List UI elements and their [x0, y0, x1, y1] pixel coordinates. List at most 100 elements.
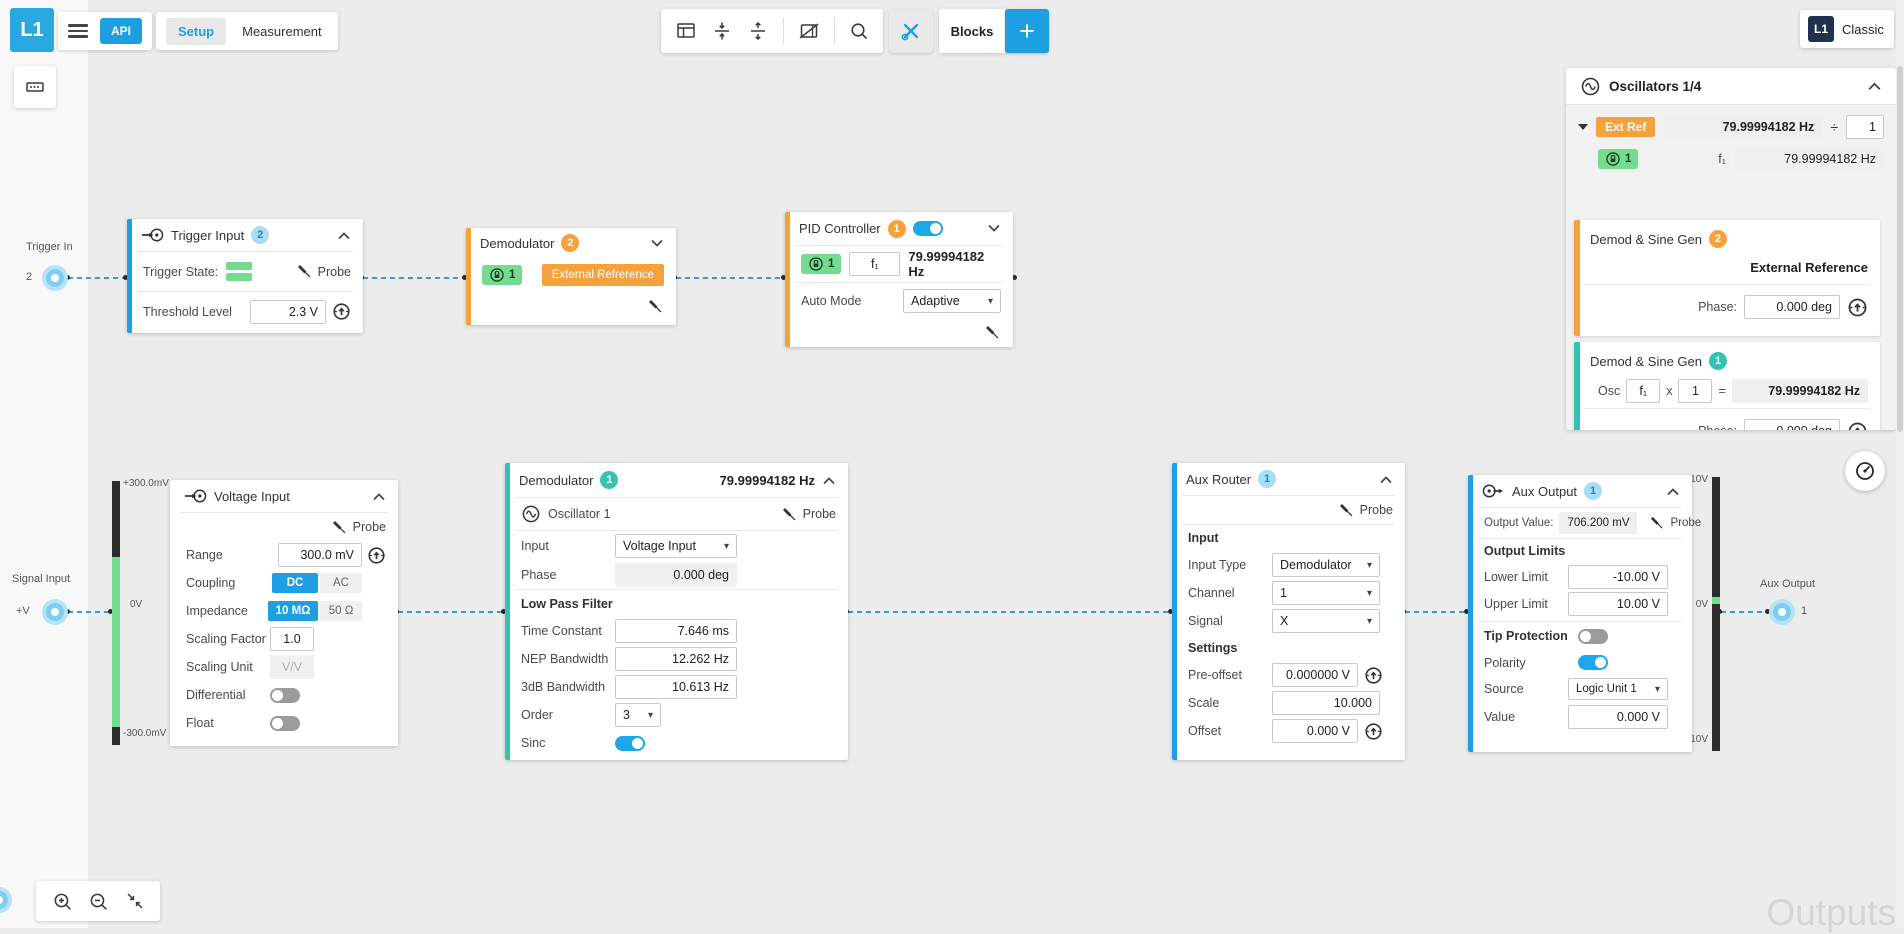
divider-input[interactable]: 1	[1846, 115, 1884, 139]
chevron-up-icon[interactable]	[822, 476, 836, 485]
app-logo[interactable]: L1	[10, 8, 54, 52]
scrollbar-thumb[interactable]	[1897, 66, 1903, 432]
voltage-input-block: Voltage Input Probe Range 300.0 mV Coupl…	[170, 480, 398, 746]
input-select[interactable]: Voltage Input	[615, 534, 737, 558]
add-block-button[interactable]: +	[1005, 9, 1049, 53]
expand-all-icon[interactable]	[747, 20, 769, 42]
card-title: Demod & Sine Gen	[1590, 353, 1703, 369]
output-icon	[1482, 484, 1504, 498]
blocks-button[interactable]: Blocks	[939, 9, 1005, 53]
input-meter-max: +300.0mV	[123, 478, 169, 489]
phase-input[interactable]: 0.000 deg	[1744, 419, 1840, 430]
probe-button[interactable]: Probe	[296, 263, 351, 280]
probe-icon[interactable]	[984, 324, 1001, 341]
impedance-10m-button[interactable]: 10 MΩ	[268, 601, 318, 621]
expand-osc-icon[interactable]	[1578, 124, 1588, 130]
dial-icon[interactable]	[1847, 297, 1868, 318]
tip-protection-toggle[interactable]	[1578, 628, 1608, 644]
dial-icon[interactable]	[332, 302, 351, 321]
phase-input[interactable]: 0.000 deg	[1744, 295, 1840, 319]
offset-input[interactable]: 0.000 V	[1272, 719, 1358, 743]
phase-label: Phase:	[1698, 424, 1737, 430]
nep-bandwidth-input[interactable]: 12.262 Hz	[615, 647, 737, 671]
value-input[interactable]: 0.000 V	[1568, 704, 1668, 729]
dial-icon[interactable]	[1364, 666, 1383, 685]
chevron-down-icon[interactable]	[987, 224, 1001, 233]
range-input[interactable]: 300.0 mV	[278, 543, 362, 567]
probe-button[interactable]: Probe	[781, 506, 836, 523]
zoom-out-icon[interactable]	[88, 891, 109, 912]
panel-toggle-button[interactable]	[14, 66, 56, 108]
tab-setup[interactable]: Setup	[166, 17, 227, 45]
chevron-up-icon[interactable]	[1867, 81, 1882, 91]
input-type-select[interactable]: Demodulator	[1272, 553, 1380, 577]
pid-enable-toggle[interactable]	[912, 221, 943, 236]
float-toggle[interactable]	[270, 715, 300, 731]
classic-logo: L1	[1808, 16, 1834, 42]
layout-icon[interactable]	[675, 20, 697, 42]
search-icon[interactable]	[849, 21, 869, 41]
zoom-in-icon[interactable]	[52, 891, 73, 912]
ext-ref-badge[interactable]: Ext Ref	[1596, 117, 1656, 137]
trigger-in-node[interactable]	[42, 265, 68, 291]
lower-limit-label: Lower Limit	[1484, 569, 1548, 584]
3db-bandwidth-input[interactable]: 10.613 Hz	[615, 675, 737, 699]
scaling-factor-input[interactable]: 1.0	[270, 627, 314, 651]
chevron-up-icon[interactable]	[1379, 475, 1393, 484]
lower-limit-input[interactable]: -10.00 V	[1568, 564, 1668, 589]
threshold-input[interactable]: 2.3 V	[250, 299, 326, 324]
lock-badge: 1	[801, 254, 842, 274]
tools-button[interactable]	[889, 9, 933, 53]
polarity-toggle[interactable]	[1578, 655, 1608, 670]
input-label: Input	[521, 539, 549, 553]
chevron-down-icon[interactable]	[650, 239, 664, 248]
upper-limit-input[interactable]: 10.00 V	[1568, 591, 1668, 616]
pre-offset-input[interactable]: 0.000000 V	[1272, 663, 1358, 687]
coupling-ac-button[interactable]: AC	[320, 573, 362, 593]
impedance-50-button[interactable]: 50 Ω	[320, 601, 362, 621]
hide-panel-icon[interactable]	[798, 20, 820, 42]
api-button[interactable]: API	[100, 18, 143, 44]
dial-icon[interactable]	[1364, 722, 1383, 741]
scale-input[interactable]: 10.000	[1272, 691, 1380, 715]
aux-output-node[interactable]	[1769, 599, 1795, 625]
chevron-up-icon[interactable]	[372, 492, 386, 501]
tab-measurement[interactable]: Measurement	[242, 23, 322, 39]
nep-bandwidth-label: NEP Bandwidth	[521, 652, 609, 666]
collapse-all-icon[interactable]	[711, 20, 733, 42]
channel-select[interactable]: 1	[1272, 581, 1380, 605]
coupling-dc-button[interactable]: DC	[272, 573, 318, 593]
differential-toggle[interactable]	[270, 687, 300, 703]
sinc-toggle[interactable]	[615, 735, 645, 751]
canvas-toolbar	[661, 9, 883, 53]
chevron-up-icon[interactable]	[337, 231, 351, 240]
order-select[interactable]: 3	[615, 703, 661, 727]
osc-freq-select[interactable]: f₁	[1626, 379, 1661, 403]
probe-button[interactable]: Probe	[1649, 515, 1701, 531]
signal-select[interactable]: X	[1272, 609, 1380, 633]
probe-icon[interactable]	[647, 298, 664, 315]
zoom-fit-icon[interactable]	[125, 891, 145, 911]
probe-button[interactable]: Probe	[1338, 502, 1393, 519]
meter-tool-button[interactable]	[1845, 451, 1885, 491]
chevron-up-icon[interactable]	[1666, 487, 1680, 496]
time-constant-input[interactable]: 7.646 ms	[615, 619, 737, 643]
dial-icon[interactable]	[1847, 421, 1868, 431]
channel-badge: 1	[600, 471, 619, 489]
pid-freq-input[interactable]: f₁	[849, 252, 901, 276]
sine-icon	[1581, 77, 1600, 95]
source-select[interactable]: Logic Unit 1	[1568, 678, 1668, 700]
demod-sine-gen1-card: Demod & Sine Gen 1 Osc f₁ x 1 = 79.99994…	[1574, 342, 1880, 430]
external-reference-button[interactable]: External Refrerence	[541, 264, 664, 286]
dial-icon[interactable]	[367, 546, 386, 565]
signal-input-node[interactable]	[42, 599, 68, 625]
probe-button[interactable]: Probe	[331, 519, 386, 536]
classic-switch[interactable]: L1 Classic	[1800, 10, 1894, 48]
probe-icon	[1650, 516, 1664, 530]
wire	[398, 611, 505, 613]
lock-badge: 1	[482, 265, 523, 285]
hamburger-icon[interactable]	[68, 24, 88, 38]
probe-icon	[1339, 503, 1354, 517]
multiplier-input[interactable]: 1	[1678, 379, 1713, 403]
auto-mode-select[interactable]: Adaptive	[903, 289, 1001, 313]
